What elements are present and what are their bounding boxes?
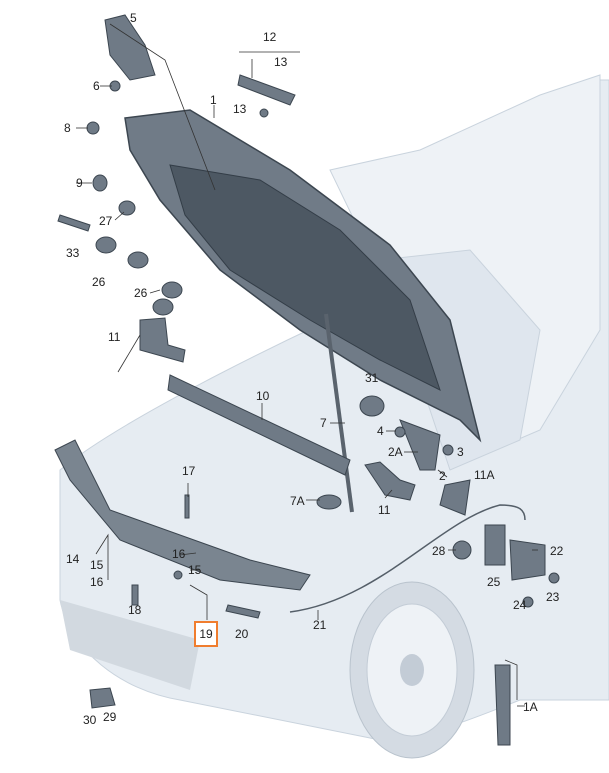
label-31: 31	[365, 371, 379, 385]
label-21: 21	[313, 618, 327, 632]
label-25: 25	[487, 575, 501, 589]
label-12: 12	[263, 30, 277, 44]
label-2A: 2A	[388, 445, 403, 459]
label-24: 24	[513, 598, 527, 612]
label-13: 13	[233, 102, 247, 116]
label-27: 27	[99, 214, 113, 228]
label-8: 8	[64, 121, 71, 135]
label-11-right: 11	[378, 503, 391, 517]
label-26-left: 26	[92, 275, 106, 289]
release-cable	[289, 504, 526, 613]
front-wheel	[349, 581, 475, 759]
label-26-right: 26	[134, 286, 148, 300]
label-3: 3	[457, 445, 464, 459]
label-7A: 7A	[290, 494, 305, 508]
label-5: 5	[130, 11, 137, 25]
label-10: 10	[256, 389, 270, 403]
label-18: 18	[128, 603, 142, 617]
small-parts	[57, 14, 560, 746]
label-1A: 1A	[523, 700, 538, 714]
label-16: 16	[172, 547, 186, 561]
label-30: 30	[83, 713, 97, 727]
label-29: 29	[103, 710, 117, 724]
label-2: 2	[439, 469, 446, 483]
label-6: 6	[93, 79, 100, 93]
label-16-left: 16	[90, 575, 104, 589]
label-11A: 11A	[474, 468, 495, 482]
label-14: 14	[66, 552, 80, 566]
label-17: 17	[182, 464, 196, 478]
label-13-top: 13	[274, 55, 288, 69]
leader-lines	[76, 23, 538, 707]
label-1: 1	[210, 93, 217, 107]
label-7: 7	[320, 416, 327, 430]
label-33: 33	[66, 246, 80, 260]
label-23: 23	[546, 590, 560, 604]
seal-strip	[167, 374, 351, 476]
label-19-highlighted[interactable]: 19	[194, 621, 218, 647]
front-grille	[60, 600, 200, 690]
label-15-left: 15	[90, 558, 104, 572]
label-15: 15	[188, 563, 202, 577]
hood	[124, 109, 482, 443]
label-22: 22	[550, 544, 564, 558]
label-28: 28	[432, 544, 446, 558]
gas-strut	[324, 313, 354, 513]
lock-carrier	[54, 439, 311, 591]
label-20: 20	[235, 627, 249, 641]
label-11-left: 11	[108, 330, 121, 344]
label-4: 4	[377, 424, 384, 438]
label-9: 9	[76, 176, 83, 190]
